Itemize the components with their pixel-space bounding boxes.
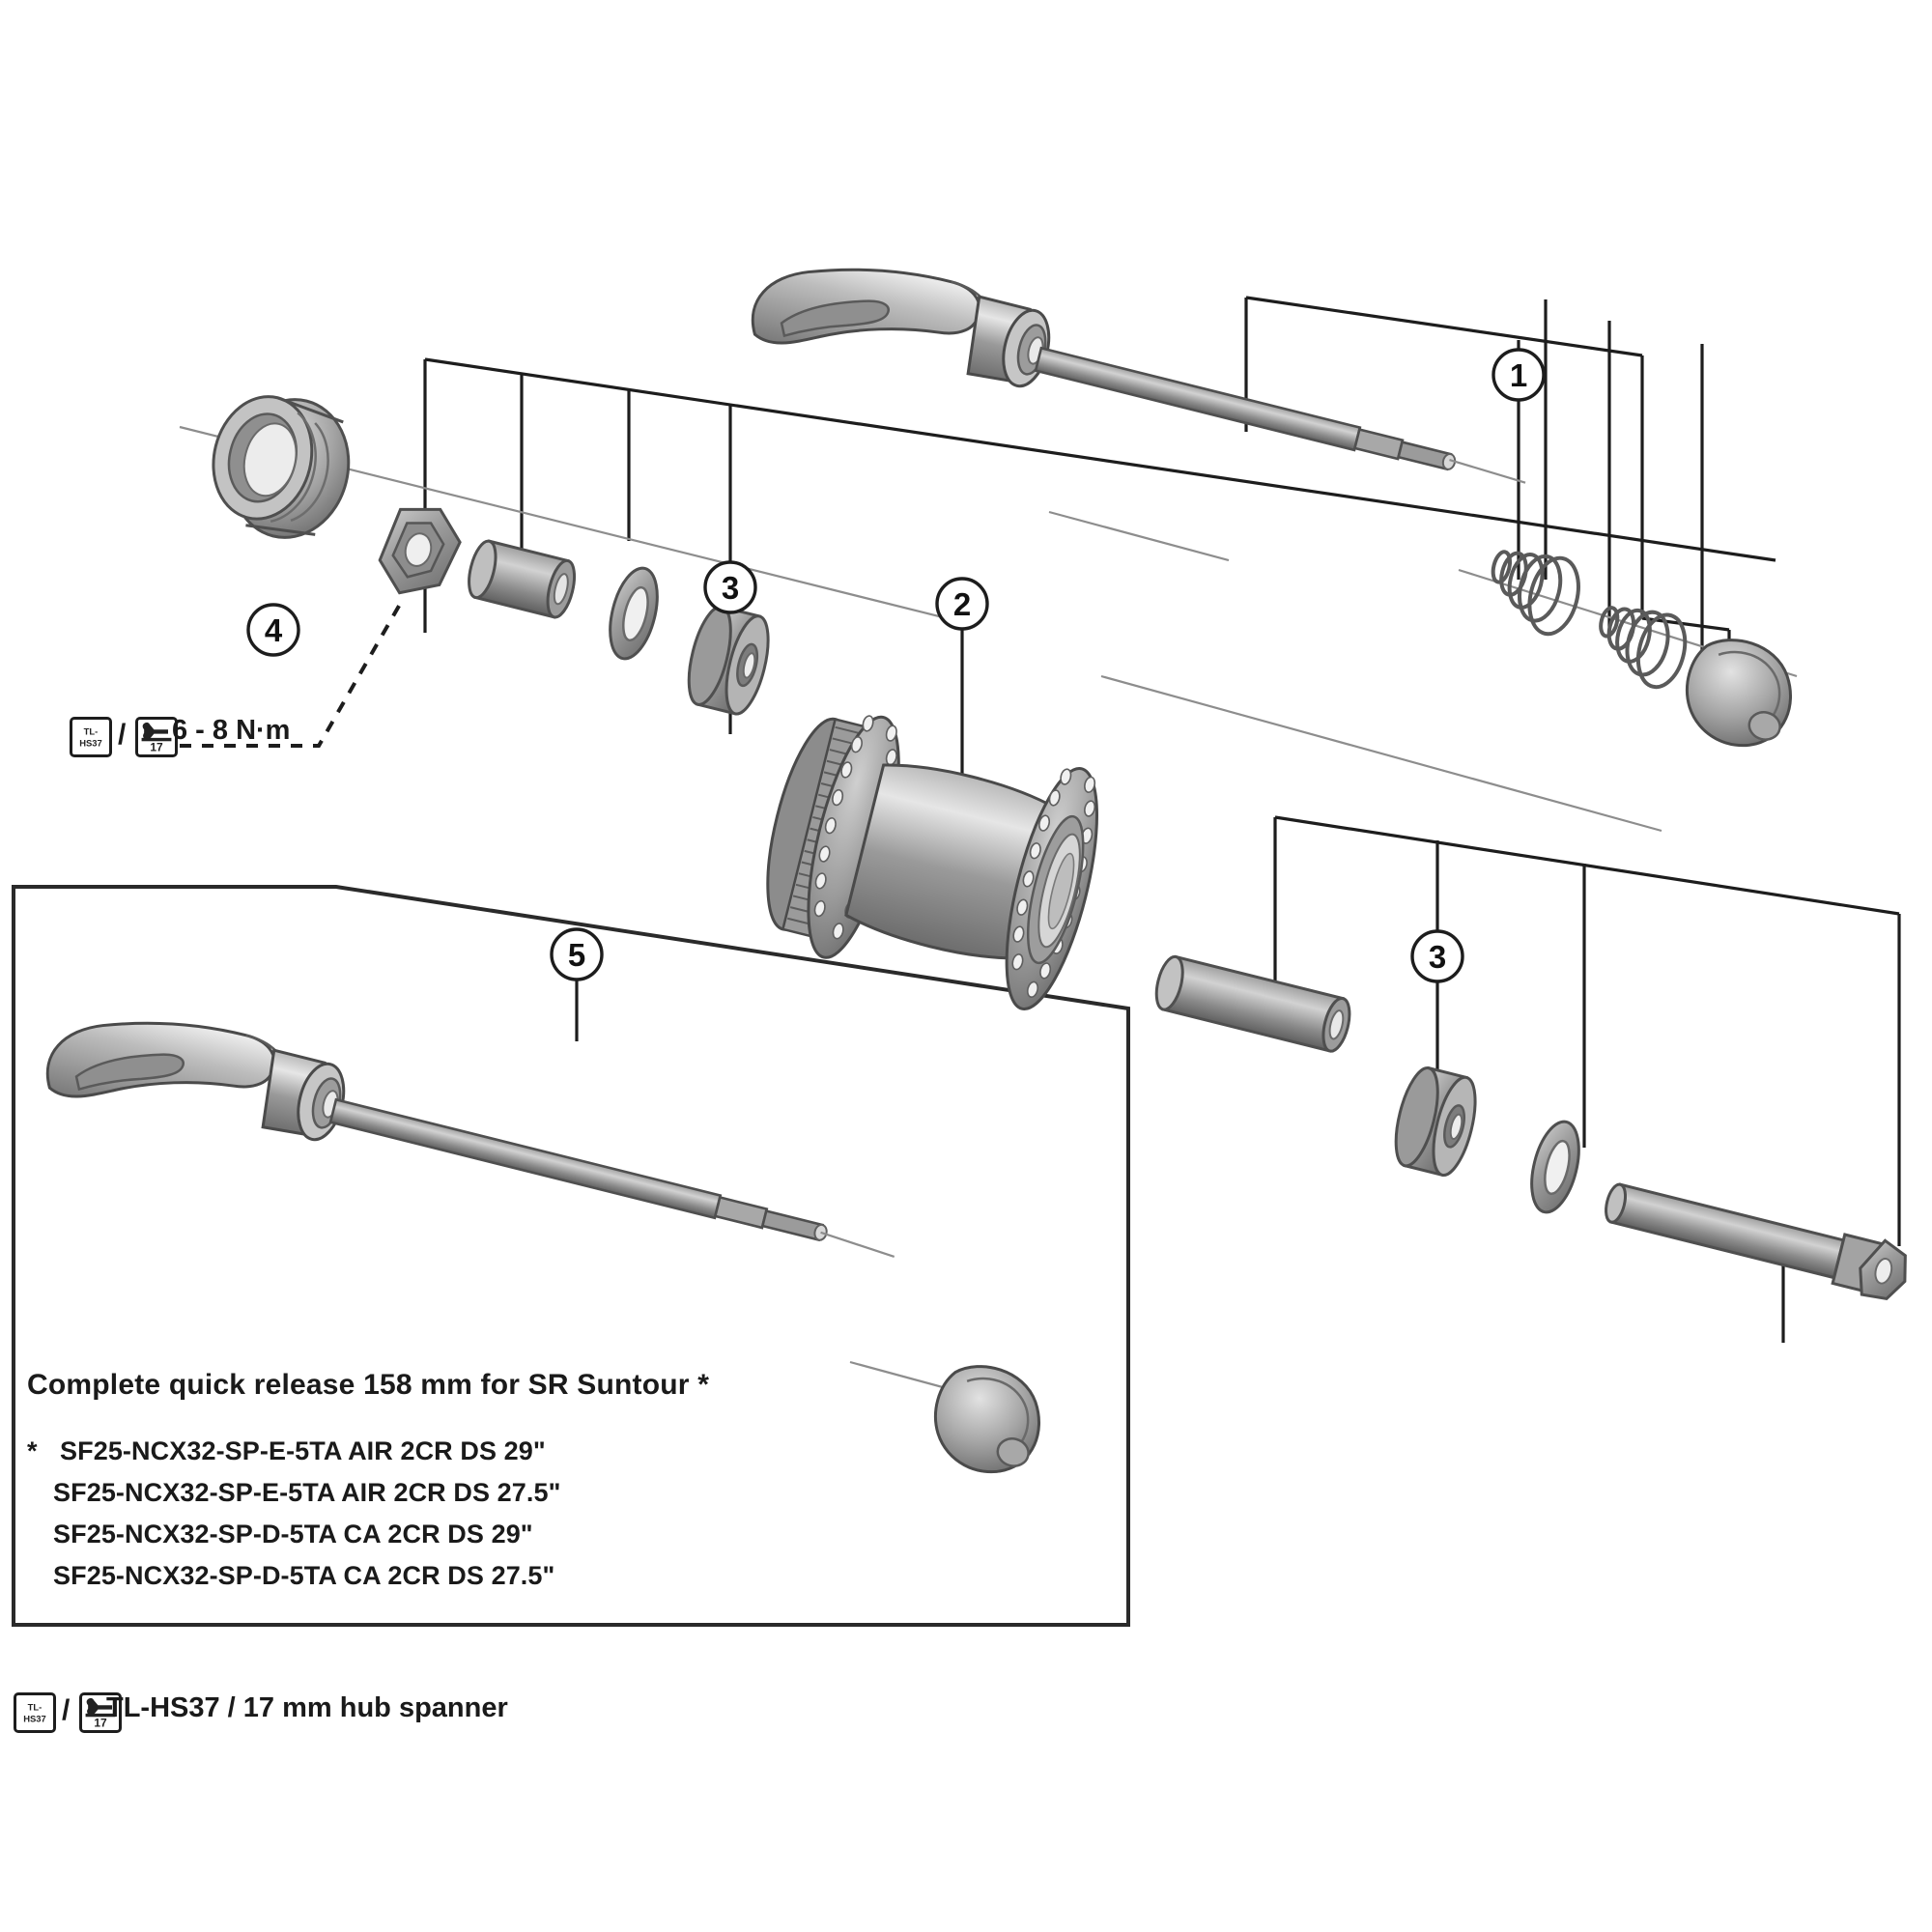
- callout-1: 1: [1492, 348, 1546, 402]
- qr-model-3: SF25-NCX32-SP-D-5TA CA 2CR DS 27.5": [53, 1561, 555, 1590]
- legend-label: TL-HS37 / 17 mm hub spanner: [106, 1692, 508, 1723]
- qr-adjust-nut-lower: [934, 1365, 1040, 1474]
- part-spacer-tube-left: [468, 539, 577, 619]
- qr-footnote-marker: *: [27, 1436, 38, 1465]
- part-quick-release-skewer-upper: [751, 268, 1792, 748]
- tool-icon-17mm-spanner-legend: 17: [79, 1692, 122, 1733]
- qr-spring-outer: [1599, 606, 1688, 690]
- legend-tool-separator: /: [62, 1694, 71, 1726]
- svg-text:17: 17: [150, 741, 163, 754]
- callout-3-left: 3: [703, 560, 757, 614]
- svg-text:TL-: TL-: [84, 725, 99, 736]
- torque-tool-separator: /: [118, 719, 127, 751]
- tool-icon-tl-hs37-legend: TL- HS37: [14, 1692, 56, 1733]
- callout-3-right: 3: [1410, 929, 1464, 983]
- qr-lever-lower: [45, 1021, 346, 1142]
- bracket-upper-main: [424, 357, 1776, 562]
- qr-lever-upper: [751, 268, 1051, 388]
- svg-text:2: 2: [953, 586, 971, 622]
- part-hub-shell: [766, 715, 1099, 1011]
- callout-4: 4: [246, 603, 300, 657]
- torque-dashed-leader: [135, 600, 404, 748]
- callout-bubbles: 1 2 3 4 5 3: [246, 348, 1546, 983]
- svg-text:4: 4: [265, 612, 283, 648]
- bracket-one-top: [1245, 296, 1643, 357]
- qr-spring-inner: [1491, 550, 1580, 637]
- svg-text:3: 3: [1429, 939, 1446, 975]
- callout-2: 2: [935, 577, 989, 631]
- part-hex-locknut: [378, 507, 462, 595]
- part-spacer-tube-right: [1154, 954, 1351, 1053]
- qr-rod-lower: [328, 1097, 895, 1259]
- qr-rod-upper: [1034, 346, 1526, 484]
- svg-text:3: 3: [722, 570, 739, 606]
- svg-text:TL-: TL-: [28, 1701, 43, 1712]
- part-cone-bearing-left: [687, 605, 770, 716]
- leader-line-group-lower: [575, 815, 1901, 1343]
- qr-complete-box: [12, 885, 1130, 1627]
- qr-model-2: SF25-NCX32-SP-D-5TA CA 2CR DS 29": [53, 1520, 533, 1548]
- qr-box-title: Complete quick release 158 mm for SR Sun…: [27, 1369, 710, 1401]
- part-axle-rod-right: [1605, 1182, 1907, 1301]
- part-washer-left: [609, 566, 659, 661]
- svg-text:1: 1: [1510, 357, 1527, 393]
- qr-model-0: SF25-NCX32-SP-E-5TA AIR 2CR DS 29": [60, 1436, 546, 1465]
- part-quick-release-complete: [45, 1021, 1040, 1474]
- part-dust-cap: [212, 395, 351, 539]
- spoke-holes-right: [1011, 768, 1096, 998]
- torque-value: 6 - 8 N·m: [172, 715, 291, 746]
- part-cone-bearing-right: [1394, 1065, 1477, 1178]
- svg-text:HS37: HS37: [23, 1713, 46, 1723]
- qr-adjust-nut: [1686, 639, 1792, 748]
- svg-text:5: 5: [568, 937, 585, 973]
- tool-icon-tl-hs37-torque: TL- HS37: [70, 717, 112, 757]
- part-washer-right: [1530, 1120, 1580, 1214]
- svg-text:17: 17: [94, 1717, 107, 1730]
- callout-5: 5: [550, 927, 604, 981]
- bracket-lower-main: [1274, 815, 1900, 916]
- svg-text:HS37: HS37: [79, 737, 102, 748]
- qr-model-1: SF25-NCX32-SP-E-5TA AIR 2CR DS 27.5": [53, 1478, 561, 1507]
- tool-icon-17mm-spanner-torque: 17: [135, 717, 178, 757]
